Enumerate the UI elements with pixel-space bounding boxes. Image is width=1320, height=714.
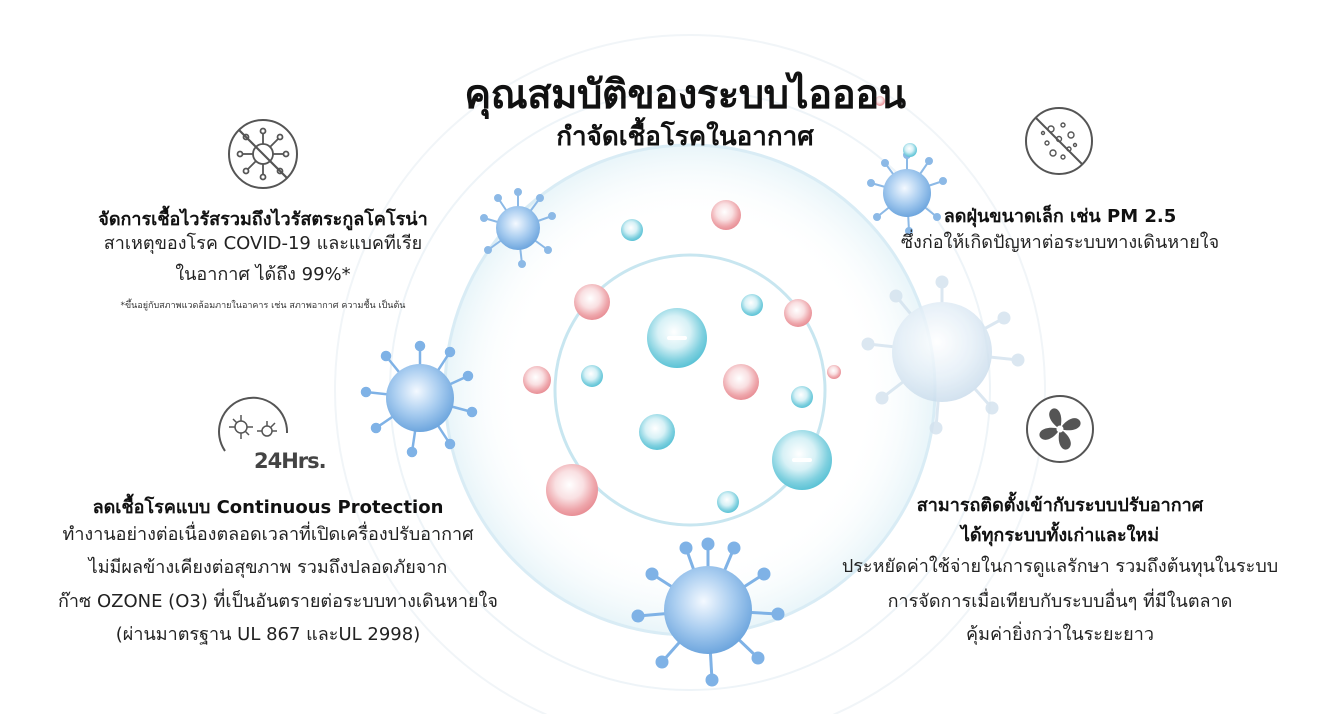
positive-ion	[723, 364, 759, 400]
negative-ion	[903, 143, 917, 157]
virus-mid-left	[360, 340, 478, 458]
install-line-2: การจัดการเมื่อเทียบกับระบบอื่นๆ ที่มีในต…	[887, 591, 1233, 612]
negative-ion	[772, 430, 832, 490]
install-heading-2: ได้ทุกระบบทั้งเก่าและใหม่	[960, 525, 1160, 546]
positive-ion	[546, 464, 598, 516]
page-subtitle: กำจัดเชื้อโรคในอากาศ	[556, 122, 814, 152]
install-line-3: คุ้มค่ายิ่งกว่าในระยะยาว	[966, 624, 1154, 645]
positive-ion	[523, 366, 551, 394]
virus-line-1: สาเหตุของโรค COVID-19 และแบคทีเรีย	[103, 233, 423, 254]
install-heading-1: สามารถติดตั้งเข้ากับระบบปรับอากาศ	[916, 495, 1204, 516]
virus-bottom	[631, 537, 785, 687]
continuous-line-2: ไม่มีผลข้างเคียงต่อสุขภาพ รวมถึงปลอดภัยจ…	[88, 557, 448, 578]
virus-line-2: ในอากาศ ได้ถึง 99%*	[175, 264, 351, 285]
negative-ion	[791, 386, 813, 408]
negative-ion	[647, 308, 707, 368]
outer-ring	[334, 34, 1046, 714]
positive-ion	[875, 96, 885, 106]
virus-pale-right	[861, 275, 1025, 435]
negative-ion	[741, 294, 763, 316]
inner-ring	[553, 253, 827, 527]
page-title: คุณสมบัติของระบบไอออน	[464, 72, 906, 118]
dust-line-1: ซึ่งก่อให้เกิดปัญหาต่อระบบทางเดินหายใจ	[900, 232, 1220, 253]
negative-ion	[717, 491, 739, 513]
positive-ion	[784, 299, 812, 327]
negative-ion	[621, 219, 643, 241]
negative-ion	[639, 414, 675, 450]
positive-ion	[711, 200, 741, 230]
positive-ion	[827, 365, 841, 379]
virus-top-left	[480, 188, 556, 268]
virus-footnote: *ขึ้นอยู่กับสภาพแวดล้อมภายในอาคาร เช่น ส…	[120, 301, 406, 311]
dust-heading: ลดฝุ่นขนาดเล็ก เช่น PM 2.5	[943, 206, 1177, 227]
install-line-1: ประหยัดค่าใช้จ่ายในการดูแลรักษา รวมถึงต้…	[841, 556, 1279, 577]
continuous-heading: ลดเชื้อโรคแบบ Continuous Protection	[92, 497, 444, 518]
continuous-line-3: ก๊าซ OZONE (O3) ที่เป็นอันตรายต่อระบบทาง…	[58, 591, 498, 612]
positive-ion	[574, 284, 610, 320]
continuous-line-4: (ผ่านมาตรฐาน UL 867 และUL 2998)	[115, 624, 421, 645]
24hrs-label: 24Hrs.	[254, 449, 327, 473]
negative-ion	[581, 365, 603, 387]
germs-24hrs-icon	[218, 396, 289, 452]
virus-top-right	[867, 151, 947, 235]
fan-icon	[1026, 395, 1094, 463]
continuous-line-1: ทำงานอย่างต่อเนื่องตลอดเวลาที่เปิดเครื่อ…	[62, 524, 474, 545]
dust-crossed-icon	[1025, 107, 1093, 175]
virus-heading: จัดการเชื้อไวรัสรวมถึงไวรัสตระกูลโคโรน่า	[98, 209, 428, 230]
virus-crossed-icon	[228, 119, 298, 189]
